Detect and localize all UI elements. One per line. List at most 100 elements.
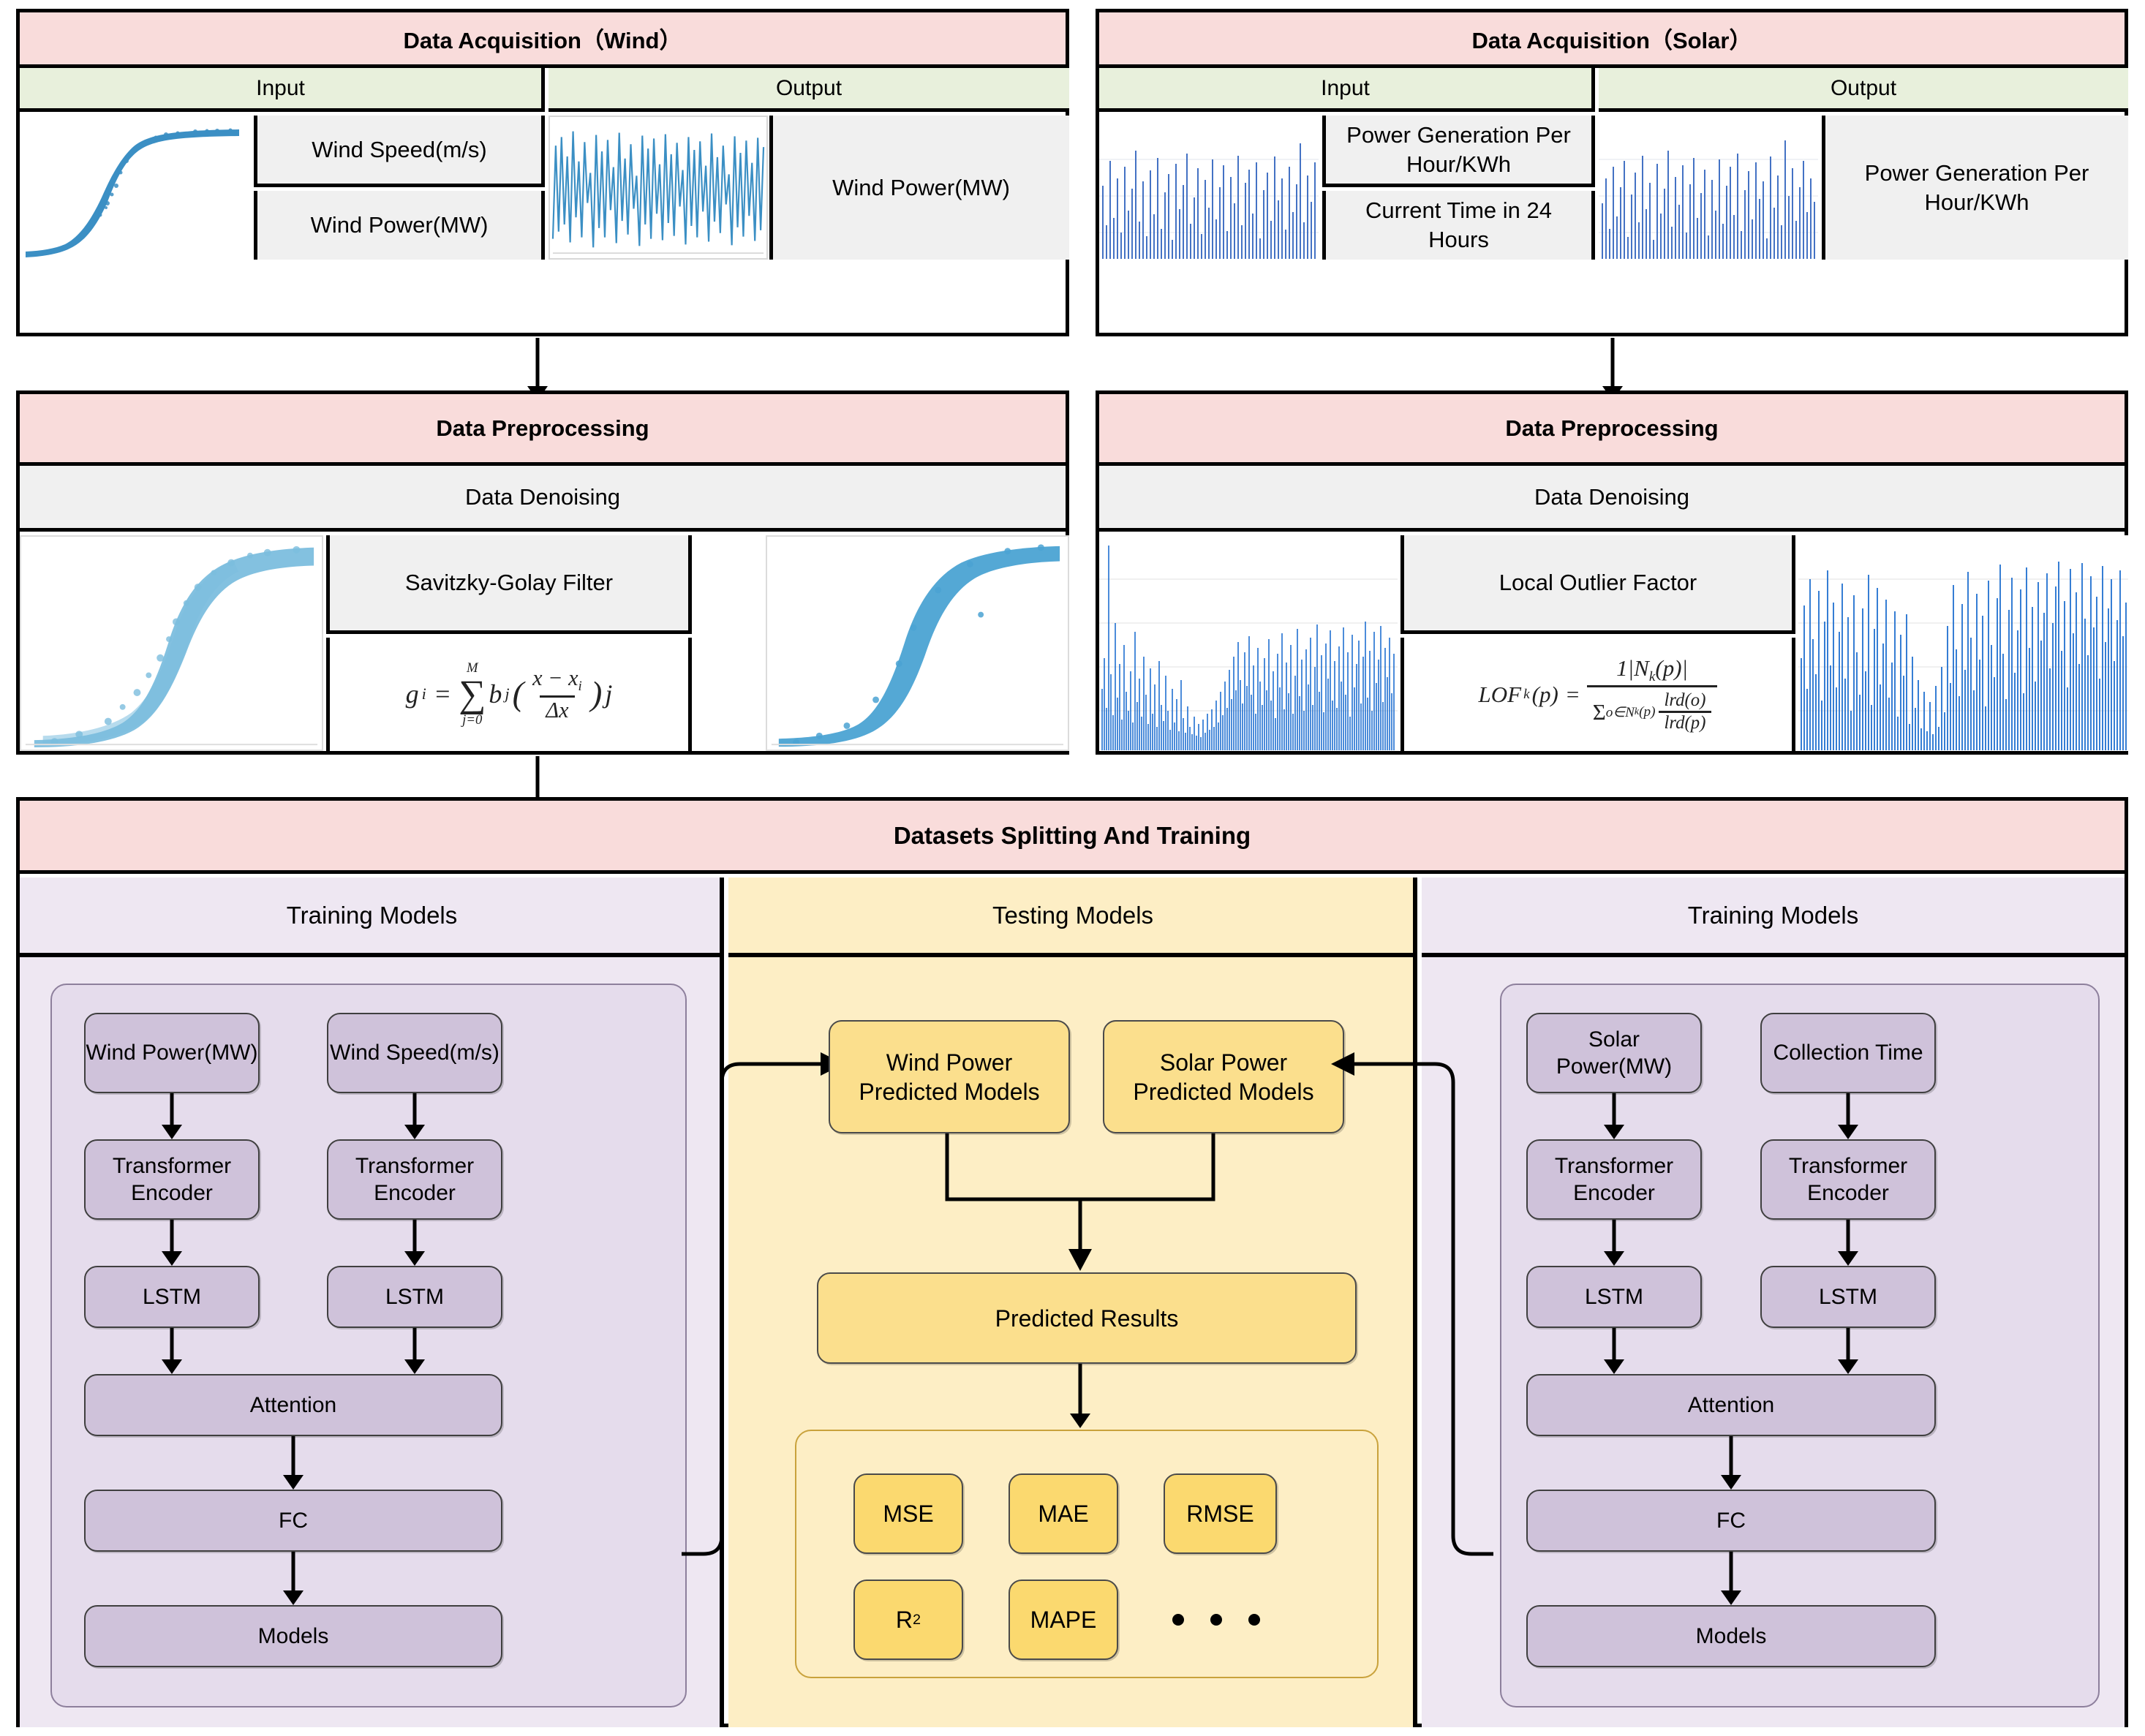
arrow-solar-lstm-right-to-attention (1835, 1328, 1861, 1374)
metric-r2-exponent: 2 (913, 1611, 921, 1628)
solar-preprocessing-title: Data Preprocessing (1099, 394, 2125, 466)
formula-sum-lower: j=0 (462, 712, 483, 728)
formula-lhs: g (405, 679, 419, 709)
lof-sum-sub2: k (1634, 706, 1640, 717)
metrics-ellipsis (1172, 1614, 1260, 1626)
wind-preprocessing-title: Data Preprocessing (20, 394, 1066, 466)
metric-rmse-node[interactable]: RMSE (1164, 1473, 1277, 1554)
lof-eq: = (1564, 681, 1580, 707)
wind-output-header: Output (548, 68, 1069, 112)
lof-sum: Σ (1592, 698, 1606, 725)
arrow-solar-encoder-left-to-lstm (1601, 1220, 1627, 1266)
lof-num-sub: k (1648, 669, 1656, 685)
wind-data-acquisition-panel: Data Acquisition（Wind） Input Output (16, 9, 1069, 336)
right-training-column-title: Training Models (1422, 878, 2125, 957)
arrow-wind-lstm-left-to-attention (159, 1328, 185, 1374)
wind-data-preprocessing-panel: Data Preprocessing Data Denoising (16, 390, 1069, 755)
solar-denoised-timeseries (1798, 535, 2128, 751)
solar-generation-timeseries-output (1599, 116, 1818, 260)
solar-output-header: Output (1599, 68, 2128, 112)
center-testing-column-title: Testing Models (728, 878, 1417, 957)
arrow-solar-fc-to-models (1718, 1552, 1744, 1605)
wind-transformer-encoder-right[interactable]: Transformer Encoder (327, 1139, 502, 1220)
predicted-results-node[interactable]: Predicted Results (817, 1272, 1357, 1364)
arrow-wind-encoder-left-to-lstm (159, 1220, 185, 1266)
lof-num: 1|N (1616, 654, 1649, 681)
arrow-wind-fc-to-models (280, 1552, 306, 1605)
solar-power-predicted-models-node[interactable]: Solar Power Predicted Models (1103, 1020, 1344, 1133)
solar-preprocessing-method: Local Outlier Factor (1401, 535, 1795, 634)
wind-input-header: Input (20, 68, 545, 112)
formula-coef-sub: j (505, 684, 510, 703)
solar-output-label: Power Generation Per Hour/KWh (1822, 116, 2128, 260)
wind-models-node[interactable]: Models (84, 1605, 502, 1667)
wind-acquisition-title: Data Acquisition（Wind） (20, 12, 1066, 68)
wind-transformer-encoder-left[interactable]: Transformer Encoder (84, 1139, 260, 1220)
solar-generation-timeseries (1099, 116, 1319, 260)
wind-input-power-node[interactable]: Wind Power(MW) (84, 1013, 260, 1093)
arrow-wind-speed-to-encoder (402, 1093, 428, 1139)
wind-preprocessing-method: Savitzky-Golay Filter (326, 535, 692, 634)
lof-lhs-arg: (p) (1531, 681, 1558, 707)
solar-input-label-time: Current Time in 24 Hours (1322, 191, 1595, 260)
formula-tail: j (605, 679, 613, 709)
formula-num-sub: i (578, 679, 582, 695)
wind-power-predicted-models-node[interactable]: Wind Power Predicted Models (829, 1020, 1070, 1133)
arrow-solar-encoder-right-to-lstm (1835, 1220, 1861, 1266)
arrow-solar-lstm-left-to-attention (1601, 1328, 1627, 1374)
solar-attention-node[interactable]: Attention (1526, 1374, 1936, 1436)
solar-models-node[interactable]: Models (1526, 1605, 1936, 1667)
arrow-wind-attention-to-fc (280, 1436, 306, 1490)
solar-pipeline-card (1500, 984, 2100, 1707)
wind-fc-node[interactable]: FC (84, 1490, 502, 1552)
wind-lstm-left[interactable]: LSTM (84, 1266, 260, 1328)
solar-input-label-generation: Power Generation Per Hour/KWh (1322, 116, 1595, 187)
solar-input-header: Input (1099, 68, 1595, 112)
solar-fc-node[interactable]: FC (1526, 1490, 1936, 1552)
solar-lstm-left[interactable]: LSTM (1526, 1266, 1702, 1328)
lof-lhs-sub: k (1523, 686, 1530, 702)
lof-sum-sub3: (p) (1639, 703, 1656, 720)
lof-inner-num: lrd(o) (1664, 690, 1706, 711)
arrow-wind-power-to-encoder (159, 1093, 185, 1139)
formula-sum-upper: M (466, 660, 478, 676)
arrow-solar-power-to-encoder (1601, 1093, 1627, 1139)
formula-den: Δx (540, 695, 575, 723)
solar-lstm-right[interactable]: LSTM (1760, 1266, 1936, 1328)
wind-input-speed-node[interactable]: Wind Speed(m/s) (327, 1013, 502, 1093)
metric-mape-node[interactable]: MAPE (1009, 1580, 1118, 1660)
lof-sum-sub: o∈N (1605, 704, 1635, 720)
wind-input-label-power: Wind Power(MW) (254, 191, 545, 260)
wind-preprocessing-subtitle: Data Denoising (20, 466, 1066, 532)
lof-num-tail: (p)| (1655, 654, 1689, 681)
solar-transformer-encoder-left[interactable]: Transformer Encoder (1526, 1139, 1702, 1220)
wind-attention-node[interactable]: Attention (84, 1374, 502, 1436)
solar-input-collection-time-node[interactable]: Collection Time (1760, 1013, 1936, 1093)
metric-mse-node[interactable]: MSE (853, 1473, 963, 1554)
formula-eq: = (433, 679, 452, 709)
lof-lhs: LOF (1478, 681, 1522, 707)
formula-coef: b (489, 679, 502, 709)
wind-power-curve-scatter (20, 116, 250, 260)
wind-noisy-scatter (20, 535, 323, 751)
wind-denoised-scatter (766, 535, 1069, 751)
metric-r2-base: R (895, 1607, 913, 1633)
left-training-column-title: Training Models (20, 878, 724, 957)
arrow-solar-attention-to-fc (1718, 1436, 1744, 1490)
formula-lhs-sub: i (421, 684, 426, 703)
datasets-splitting-and-training-panel: Datasets Splitting And Training Training… (16, 797, 2128, 1727)
arrow-wind-lstm-right-to-attention (402, 1328, 428, 1374)
metric-mae-node[interactable]: MAE (1009, 1473, 1118, 1554)
arrow-wind-encoder-right-to-lstm (402, 1220, 428, 1266)
arrow-results-to-metrics (1067, 1364, 1093, 1428)
solar-acquisition-title: Data Acquisition（Solar） (1099, 12, 2125, 68)
wind-lstm-right[interactable]: LSTM (327, 1266, 502, 1328)
solar-noisy-timeseries (1099, 535, 1398, 751)
solar-input-power-node[interactable]: Solar Power(MW) (1526, 1013, 1702, 1093)
solar-preprocessing-subtitle: Data Denoising (1099, 466, 2125, 532)
solar-transformer-encoder-right[interactable]: Transformer Encoder (1760, 1139, 1936, 1220)
formula-num: x − x (532, 665, 578, 691)
